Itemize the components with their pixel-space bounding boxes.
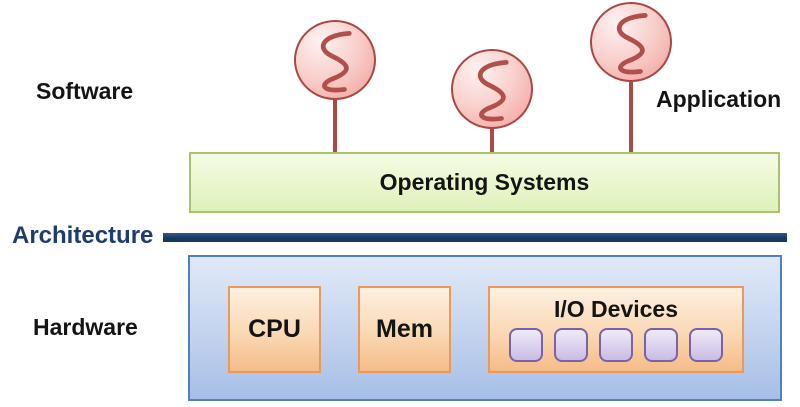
software-layer-label: Software [36,78,134,104]
io-device-square [644,328,678,362]
io-device-square [599,328,633,362]
io-devices-box: I/O Devices [488,286,744,373]
io-device-square [689,328,723,362]
io-devices-label: I/O Devices [553,296,679,322]
application-stem [629,79,633,154]
application-balloon [294,20,376,100]
application-stem [333,97,337,154]
application-balloon [590,2,672,82]
architecture-divider-line [163,233,787,242]
io-device-row [490,328,742,362]
io-device-square [554,328,588,362]
architecture-layer-label: Architecture [12,222,154,249]
operating-systems-box: Operating Systems [189,152,780,213]
cpu-box: CPU [228,286,321,373]
application-balloon [451,49,533,129]
process-squiggle-icon [320,31,352,93]
mem-label: Mem [376,315,433,343]
application-stem [490,126,494,154]
hardware-box: CPU Mem I/O Devices [188,255,782,401]
process-squiggle-icon [616,13,648,75]
process-squiggle-icon [477,60,509,122]
cpu-label: CPU [248,315,301,343]
operating-systems-label: Operating Systems [379,169,590,195]
application-label: Application [656,86,782,112]
mem-box: Mem [358,286,451,373]
io-device-square [509,328,543,362]
hardware-layer-label: Hardware [33,314,138,340]
